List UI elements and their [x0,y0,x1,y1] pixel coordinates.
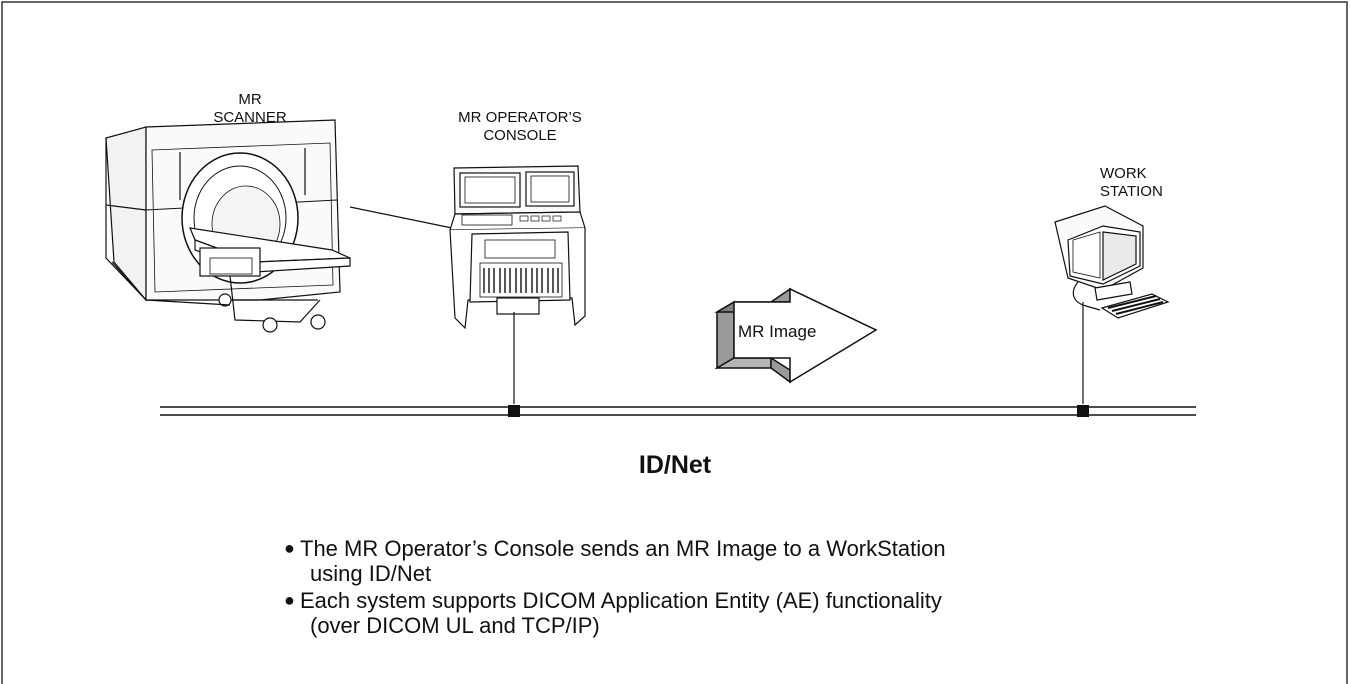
note-1-line-2: using ID/Net [310,561,432,586]
scanner-label: MR SCANNER [200,91,300,127]
note-2-line-2: (over DICOM UL and TCP/IP) [310,613,600,638]
scanner-label-line-2: SCANNER [213,109,287,126]
network-name: ID/Net [638,451,712,479]
console-network-node [508,405,520,417]
workstation-label-line-2: STATION [1100,183,1163,200]
console-label-line-1: MR OPERATOR’S [458,109,582,126]
note-item: ● The MR Operator’s Console sends an MR … [284,536,946,586]
notes-list: ● The MR Operator’s Console sends an MR … [284,536,946,640]
workstation-label-line-1: WORK [1100,165,1147,182]
note-2-line-1: Each system supports DICOM Application E… [300,588,942,613]
workstation-network-node [1077,405,1089,417]
workstation-illustration [1054,205,1170,319]
console-label: MR OPERATOR’S CONSOLE [440,109,600,145]
note-item: ● Each system supports DICOM Application… [284,588,946,638]
console-label-line-2: CONSOLE [483,127,557,144]
operator-console-illustration [449,165,586,330]
scanner-console-link [349,206,453,229]
bullet-icon: ● [284,590,295,610]
network-bus [160,406,1196,416]
mr-scanner-illustration [105,119,351,333]
workstation-label: WORK STATION [1100,165,1200,201]
bullet-icon: ● [284,538,295,558]
mr-image-arrow [714,287,878,384]
arrow-label: MR Image [738,322,817,341]
scanner-label-line-1: MR [238,91,262,108]
note-1-line-1: The MR Operator’s Console sends an MR Im… [300,536,946,561]
